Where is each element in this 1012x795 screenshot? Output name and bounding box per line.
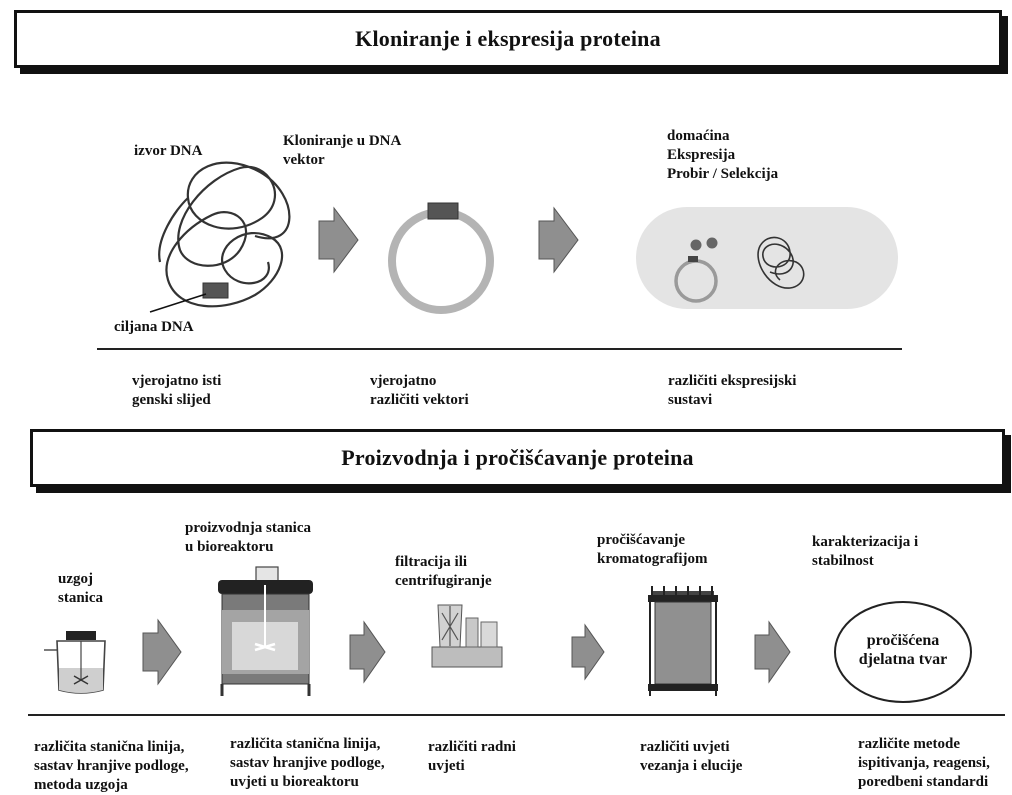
host-cell [636, 207, 898, 309]
protein-dot [706, 237, 718, 249]
target-dna-label: ciljana DNA [114, 319, 194, 335]
production-divider [28, 714, 1005, 716]
cloning-divider [97, 348, 902, 350]
host-chromosome [757, 236, 805, 289]
production-note-1: različita stanična linija, sastav hranji… [34, 739, 189, 793]
protein-dot [690, 239, 702, 251]
chromatography-column-illustration [648, 586, 718, 696]
target-dna-marker [202, 282, 229, 299]
cloning-section-title-text: Kloniranje i ekspresija proteina [355, 26, 661, 51]
production-note-2: različita stanična linija, sastav hranji… [230, 736, 385, 790]
culture-flask-illustration [44, 631, 106, 694]
cloning-section-title: Kloniranje i ekspresija proteina [14, 10, 1002, 68]
cloning-note-3: različiti ekspresijski sustavi [668, 373, 797, 408]
arrow-icon [142, 618, 182, 686]
host-expression-label: domaćina Ekspresija Probir / Selekcija [667, 128, 779, 182]
arrow-icon [538, 206, 579, 274]
cloning-note-1: vjerojatno isti genski slijed [132, 373, 222, 408]
step-chromatography-label: pročišćavanje kromatografijom [597, 532, 708, 567]
production-note-4: različiti uvjeti vezanja i elucije [640, 739, 743, 774]
host-plasmid-insert [688, 256, 698, 262]
production-note-5: različite metode ispitivanja, reagensi, … [858, 736, 990, 790]
production-section-title-text: Proizvodnja i pročišćavanje proteina [341, 445, 694, 470]
step-bioreactor-label: proizvodnja stanica u bioreaktoru [185, 520, 311, 555]
filtration-illustration [431, 604, 503, 668]
cloning-vector-label: Kloniranje u DNA vektor [283, 133, 402, 168]
cloning-note-2: vjerojatno različiti vektori [370, 373, 469, 408]
dna-vector-ring [388, 208, 494, 314]
arrow-icon [754, 620, 791, 684]
arrow-icon [571, 623, 605, 681]
arrow-icon [318, 206, 359, 274]
dna-source-label: izvor DNA [134, 143, 203, 159]
production-note-3: različiti radni uvjeti [428, 739, 516, 774]
dna-source-illustration [158, 161, 291, 308]
arrow-icon [349, 620, 386, 684]
bioreactor-illustration [218, 566, 313, 696]
result-ellipse [834, 601, 972, 703]
production-section-title: Proizvodnja i pročišćavanje proteina [30, 429, 1005, 487]
result-label: pročišćena djelatna tvar [858, 632, 948, 668]
step-filtration-label: filtracija ili centrifugiranje [395, 554, 492, 589]
vector-insert-marker [427, 202, 459, 220]
step-characterization-label: karakterizacija i stabilnost [812, 534, 919, 569]
step-cell-culture-label: uzgoj stanica [58, 571, 103, 606]
target-dna-pointer [149, 293, 207, 313]
